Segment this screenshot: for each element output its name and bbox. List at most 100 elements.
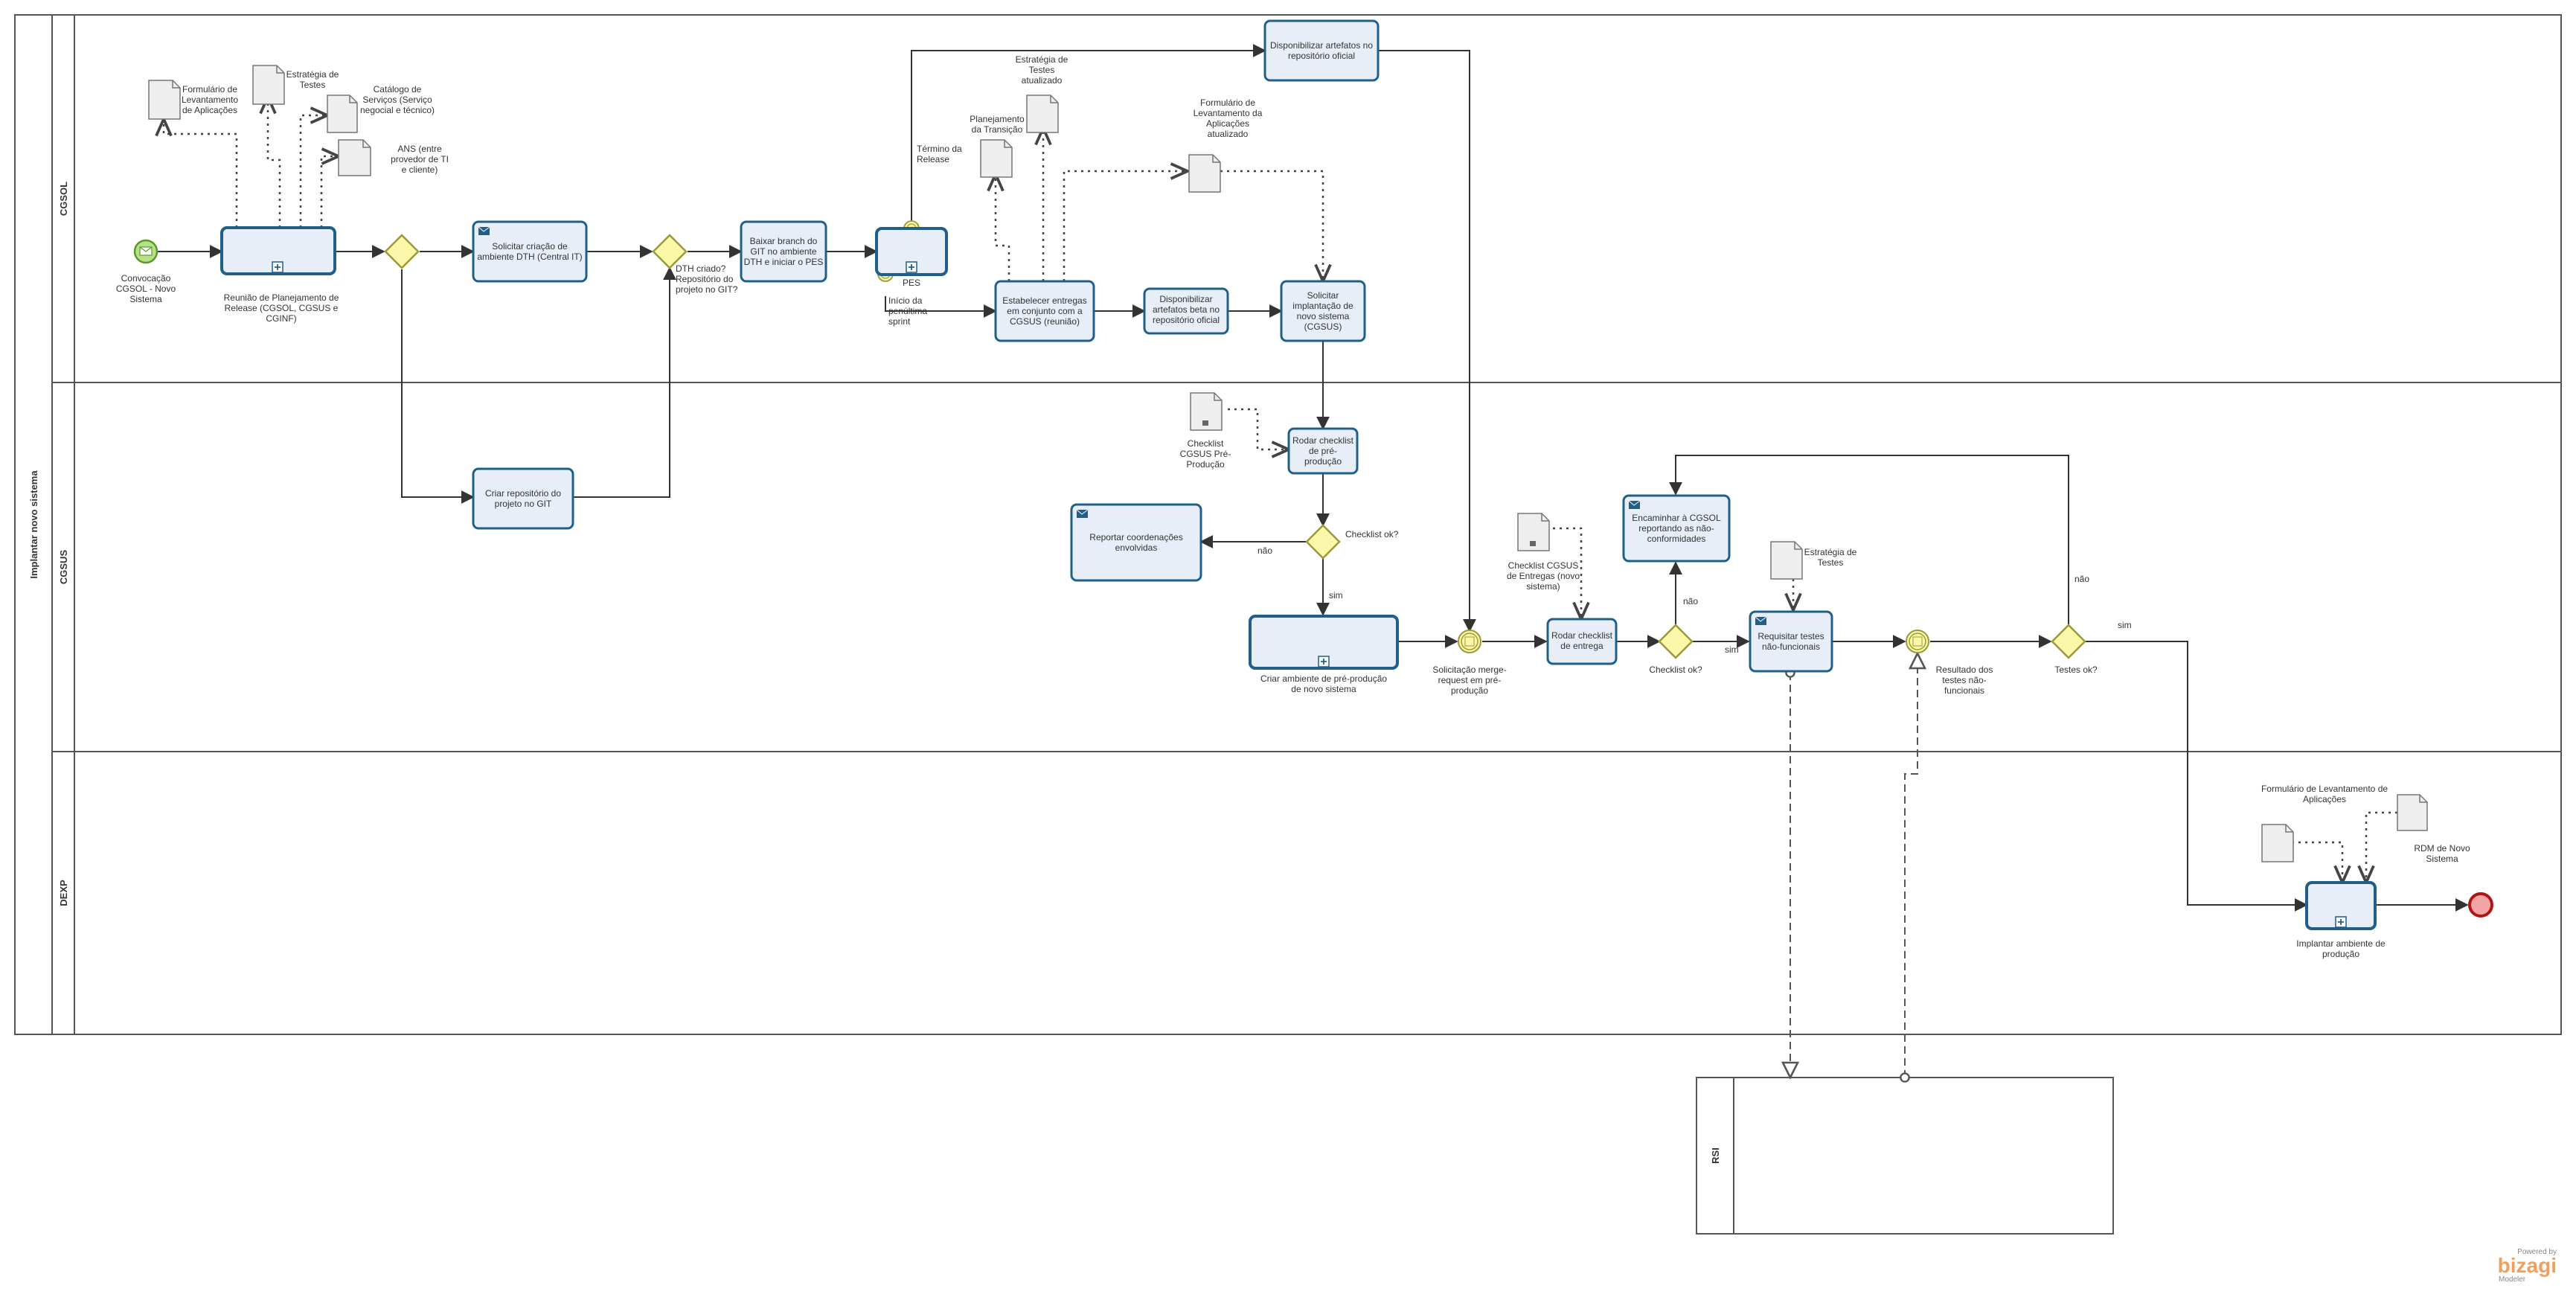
subprocess-implantar-prod[interactable] <box>2305 881 2377 930</box>
svg-text:GIT no ambiente: GIT no ambiente <box>750 246 816 257</box>
svg-text:Repositório do: Repositório do <box>676 274 734 284</box>
intermediate-event-merge[interactable] <box>1458 630 1481 653</box>
svg-text:Produção: Produção <box>1186 459 1225 470</box>
svg-text:de Aplicações: de Aplicações <box>182 105 237 115</box>
pool-rsi: RSI <box>1696 1077 2114 1235</box>
svg-text:Estabelecer entregas: Estabelecer entregas <box>1002 295 1086 306</box>
svg-text:Requisitar testes: Requisitar testes <box>1758 631 1824 641</box>
bizagi-logo: Powered by bizagi Modeler <box>2498 1248 2557 1284</box>
svg-text:CGSOL - Novo: CGSOL - Novo <box>116 284 176 294</box>
intermediate-event-resultado[interactable] <box>1906 630 1929 653</box>
task-disp-beta[interactable]: Disponibilizar artefatos beta no reposit… <box>1143 287 1229 335</box>
task-rodar-pre[interactable]: Rodar checklist de pré- produção <box>1287 427 1359 475</box>
svg-text:Início da: Início da <box>888 295 923 306</box>
svg-text:request em pré-: request em pré- <box>1438 675 1502 685</box>
subprocess-criar-pre[interactable] <box>1249 615 1399 670</box>
svg-text:Powered by: Powered by <box>2517 1248 2557 1256</box>
subprocess-pes-label: PES <box>903 278 920 288</box>
task-requisitar[interactable]: Requisitar testes não-funcionais <box>1749 610 1833 673</box>
svg-text:CGINF): CGINF) <box>266 313 296 324</box>
svg-text:penúltima: penúltima <box>888 306 927 316</box>
lane-dexp: DEXP <box>58 880 69 906</box>
svg-text:atualizado: atualizado <box>1208 129 1249 139</box>
svg-text:CGSUS (reunião): CGSUS (reunião) <box>1010 316 1080 327</box>
svg-text:Levantamento: Levantamento <box>182 95 238 105</box>
svg-text:e cliente): e cliente) <box>402 164 438 175</box>
start-event[interactable] <box>133 239 158 264</box>
document-icon <box>980 139 1013 178</box>
svg-text:Solicitar: Solicitar <box>1307 290 1339 301</box>
task-estabelecer[interactable]: Estabelecer entregas em conjunto com a C… <box>994 280 1095 342</box>
gateway-dth[interactable] <box>652 234 688 269</box>
task-rodar-entrega[interactable]: Rodar checklist de entrega <box>1546 618 1618 665</box>
task-solicitar-impl[interactable]: Solicitar implantação de novo sistema (C… <box>1280 280 1366 342</box>
document-icon <box>1770 541 1803 580</box>
task-solicitar-dth[interactable]: Solicitar criação de ambiente DTH (Centr… <box>472 220 588 283</box>
svg-text:CGSUS Pré-: CGSUS Pré- <box>1180 449 1231 459</box>
svg-text:Aplicações: Aplicações <box>2303 794 2346 804</box>
svg-text:Release: Release <box>917 154 949 164</box>
svg-text:Solicitação merge-: Solicitação merge- <box>1432 665 1506 675</box>
gateway-1[interactable] <box>384 234 420 269</box>
svg-text:Modeler: Modeler <box>2499 1275 2526 1284</box>
svg-text:Sistema: Sistema <box>2426 854 2458 864</box>
gateway-testes-label: Testes ok? <box>2054 665 2098 675</box>
task-disp-oficial[interactable]: Disponibilizar artefatos no repositório … <box>1263 19 1380 82</box>
start-event-label: Convocação CGSOL - Novo Sistema <box>116 273 176 304</box>
document-icon <box>2261 824 2294 862</box>
svg-text:DTH criado?: DTH criado? <box>676 263 726 274</box>
svg-text:Resultado dos: Resultado dos <box>1936 665 1993 675</box>
svg-text:reportando as não-: reportando as não- <box>1638 523 1714 534</box>
lane-rsi: RSI <box>1710 1147 1721 1164</box>
flow-label-sim-3: sim <box>2118 620 2132 630</box>
svg-text:funcionais: funcionais <box>1944 685 1984 696</box>
gateway-checklist-2[interactable] <box>1658 624 1694 659</box>
svg-text:Reportar coordenações: Reportar coordenações <box>1089 532 1182 542</box>
end-event[interactable] <box>2468 892 2493 918</box>
svg-text:Implantar ambiente de: Implantar ambiente de <box>2296 938 2386 949</box>
svg-text:Criar repositório do: Criar repositório do <box>485 488 561 499</box>
svg-text:novo sistema: novo sistema <box>1297 311 1350 321</box>
gateway-checklist-1[interactable] <box>1305 524 1341 560</box>
document-icon <box>1188 154 1221 193</box>
gateway-checklist-1-label: Checklist ok? <box>1345 529 1399 540</box>
svg-text:Formulário de: Formulário de <box>1200 97 1255 108</box>
intermediate-event-resultado-label: Resultado dos testes não- funcionais <box>1936 665 1993 696</box>
subprocess-implantar-prod-label: Implantar ambiente de produção <box>2296 938 2386 959</box>
timer-event-termino-label: Término da Release <box>917 144 962 164</box>
gateway-testes[interactable] <box>2051 624 2086 659</box>
document-icon <box>338 139 371 176</box>
task-encaminhar[interactable]: Encaminhar à CGSOL reportando as não- co… <box>1622 494 1731 563</box>
svg-text:Levantamento da: Levantamento da <box>1194 108 1263 118</box>
svg-text:Encaminhar à CGSOL: Encaminhar à CGSOL <box>1632 513 1721 523</box>
svg-text:Sistema: Sistema <box>129 294 162 304</box>
message-flows <box>1790 655 1917 1078</box>
svg-text:bizagi: bizagi <box>2498 1254 2557 1277</box>
svg-text:Formulário de Levantamento de: Formulário de Levantamento de <box>2261 784 2388 794</box>
task-baixar-branch[interactable]: Baixar branch do GIT no ambiente DTH e i… <box>740 220 827 283</box>
subprocess-reuniao[interactable] <box>220 226 336 275</box>
svg-text:de pré-: de pré- <box>1309 446 1337 456</box>
task-criar-repo[interactable]: Criar repositório do projeto no GIT <box>472 467 574 530</box>
svg-text:ambiente DTH (Central IT): ambiente DTH (Central IT) <box>477 252 582 262</box>
subprocess-pes[interactable] <box>875 227 948 276</box>
svg-text:produção: produção <box>2322 949 2359 959</box>
timer-event-inicio-label: Início da penúltima sprint <box>888 295 927 327</box>
svg-text:Testes: Testes <box>300 80 326 90</box>
document-icon <box>148 80 181 120</box>
gateway-checklist-2-label: Checklist ok? <box>1649 665 1702 675</box>
svg-text:Testes: Testes <box>1029 65 1055 75</box>
svg-text:conformidades: conformidades <box>1647 534 1706 544</box>
svg-text:Formulário de: Formulário de <box>182 84 237 95</box>
pool-title: Implantar novo sistema <box>28 470 39 579</box>
svg-text:ANS (entre: ANS (entre <box>397 144 442 154</box>
svg-text:testes não-: testes não- <box>1942 675 1986 685</box>
svg-text:Checklist CGSUS: Checklist CGSUS <box>1508 560 1579 571</box>
svg-text:Convocação: Convocação <box>121 273 171 284</box>
svg-text:de Entregas (novo: de Entregas (novo <box>1507 571 1580 581</box>
svg-text:Catálogo de: Catálogo de <box>374 84 422 95</box>
subprocess-criar-pre-label: Criar ambiente de pré-produção de novo s… <box>1260 673 1387 694</box>
task-reportar[interactable]: Reportar coordenações envolvidas <box>1070 503 1202 582</box>
svg-text:Término da: Término da <box>917 144 962 154</box>
